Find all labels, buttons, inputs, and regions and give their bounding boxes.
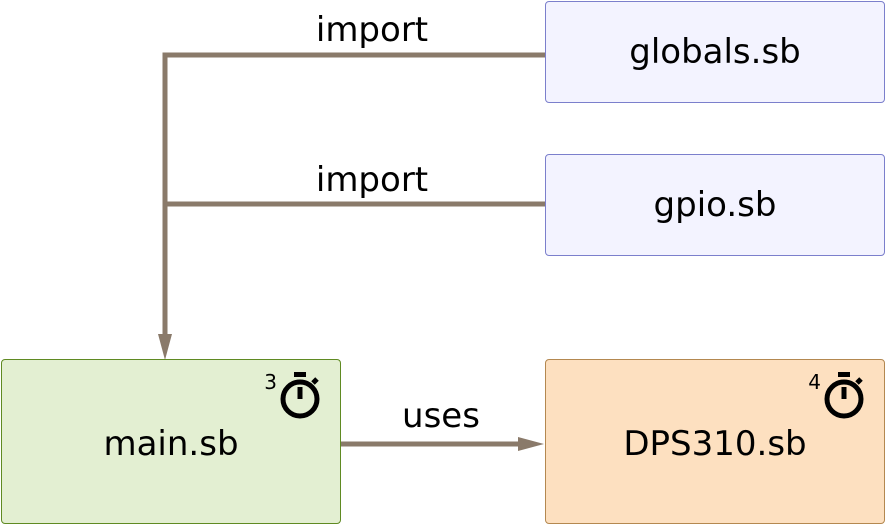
node-dps310[interactable]: DPS310.sb 4 [545, 359, 885, 524]
import-label-globals: import [315, 10, 429, 50]
node-main-label: main.sb [103, 423, 239, 464]
uses-label: uses [402, 396, 480, 436]
node-gpio-label: gpio.sb [653, 185, 777, 225]
dps310-timer-count: 4 [808, 370, 821, 394]
dps310-timer: 4 [808, 370, 866, 420]
stopwatch-icon [824, 372, 864, 419]
node-globals[interactable]: globals.sb [545, 1, 885, 103]
stopwatch-icon [280, 372, 320, 419]
import-label-gpio: import [315, 160, 429, 200]
main-timer-count: 3 [264, 370, 277, 394]
node-main[interactable]: main.sb 3 [1, 359, 341, 524]
uses-arrowhead [518, 437, 544, 451]
main-timer: 3 [264, 370, 322, 420]
node-gpio[interactable]: gpio.sb [545, 154, 885, 256]
node-globals-label: globals.sb [629, 32, 801, 72]
node-dps310-label: DPS310.sb [623, 423, 807, 464]
import-edge-globals [162, 52, 545, 348]
import-arrowhead [158, 334, 172, 360]
